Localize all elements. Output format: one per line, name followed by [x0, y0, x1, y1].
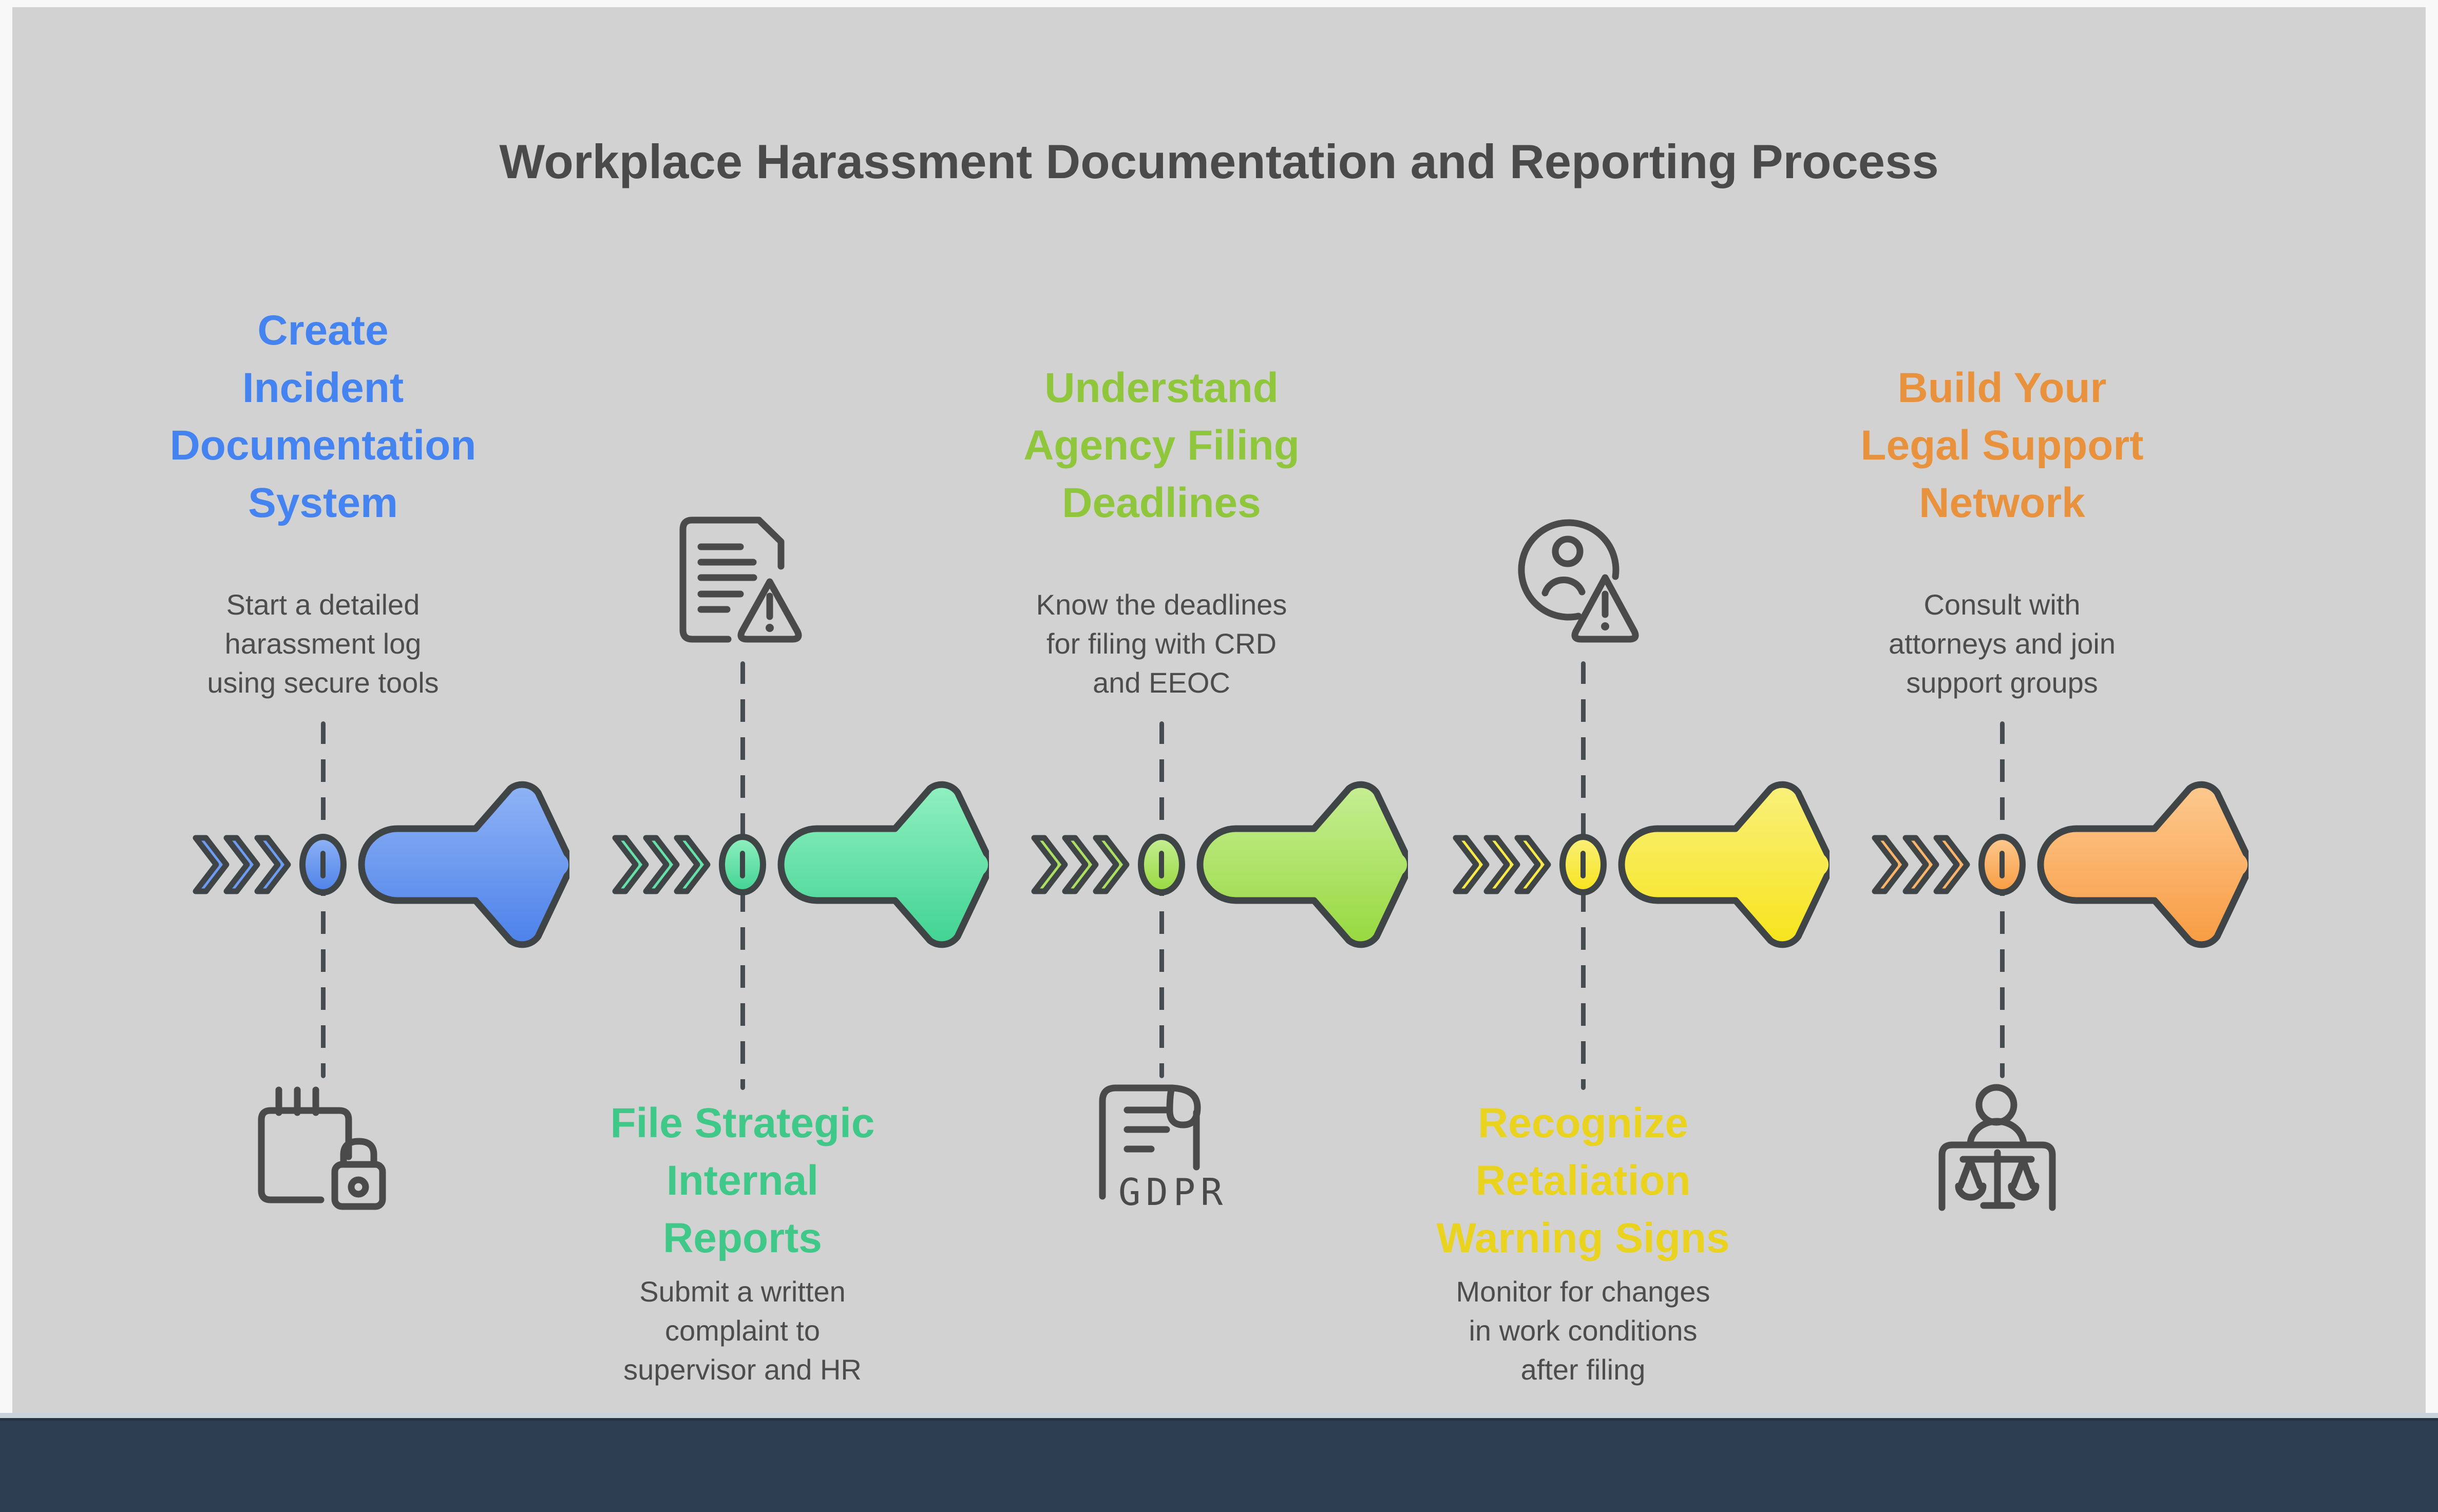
heading-line: Understand: [1044, 365, 1279, 411]
step-desc-5: Consult with attorneys and join support …: [1802, 585, 2202, 702]
heading-line: Documentation: [169, 422, 477, 469]
desc-line: and EEOC: [1093, 666, 1230, 699]
step-column-5: Build Your Legal Support Network: [1802, 359, 2202, 532]
step-heading-3: Understand Agency Filing Deadlines: [961, 359, 1362, 532]
step-desc-2: Submit a written complaint to supervisor…: [542, 1272, 943, 1389]
step-column-3: Understand Agency Filing Deadlines: [961, 359, 1362, 532]
desc-line: using secure tools: [207, 666, 439, 699]
desc-line: supervisor and HR: [623, 1353, 862, 1386]
desc-line: after filing: [1520, 1353, 1646, 1386]
step-column-4: Recognize Retaliation Warning Signs: [1383, 1095, 1783, 1267]
heading-line: Agency Filing: [1023, 422, 1300, 469]
step-desc-3: Know the deadlines for filing with CRD a…: [961, 585, 1362, 702]
heading-line: System: [248, 480, 398, 526]
step-desc-col-3: Know the deadlines for filing with CRD a…: [961, 585, 1362, 702]
step-column-2: File Strategic Internal Reports: [542, 1095, 943, 1267]
heading-line: Internal: [666, 1157, 819, 1204]
desc-line: harassment log: [224, 627, 422, 660]
step-desc-col-5: Consult with attorneys and join support …: [1802, 585, 2202, 702]
desc-line: Monitor for changes: [1456, 1275, 1710, 1308]
heading-line: Legal Support: [1860, 422, 2144, 469]
footer-bar: [0, 1418, 2438, 1512]
gdpr-label: GDPR: [1118, 1171, 1228, 1214]
page-title: Workplace Harassment Documentation and R…: [499, 134, 1939, 188]
step-heading-5: Build Your Legal Support Network: [1802, 359, 2202, 532]
desc-line: support groups: [1906, 666, 2098, 699]
dashed-connector-1: [321, 721, 326, 1078]
person-warning-icon: [1518, 519, 1639, 643]
desc-line: attorneys and join: [1888, 627, 2116, 660]
step-desc-col-2: Submit a written complaint to supervisor…: [542, 1272, 943, 1389]
heading-line: Build Your: [1897, 365, 2107, 411]
step-column-1: Create Incident Documentation System: [123, 302, 523, 532]
step-desc-col-1: Start a detailed harassment log using se…: [123, 585, 523, 702]
heading-line: Reports: [663, 1215, 822, 1261]
heading-line: Incident: [242, 365, 404, 411]
gdpr-scroll-icon: GDPR: [1099, 1084, 1228, 1214]
heading-line: Deadlines: [1062, 480, 1261, 526]
flow-arrow-5: [1872, 781, 2249, 948]
step-desc-col-4: Monitor for changes in work conditions a…: [1383, 1272, 1783, 1389]
flow-arrow-2: [612, 781, 989, 948]
step-desc-4: Monitor for changes in work conditions a…: [1383, 1272, 1783, 1389]
legal-scales-icon: [1938, 1084, 2056, 1211]
desc-line: Start a detailed: [226, 588, 420, 621]
heading-line: Warning Signs: [1436, 1215, 1730, 1261]
dashed-connector-3: [1159, 721, 1164, 1078]
desc-line: complaint to: [665, 1314, 820, 1347]
step-desc-1: Start a detailed harassment log using se…: [123, 585, 523, 702]
heading-line: Network: [1919, 480, 2085, 526]
desc-line: in work conditions: [1469, 1314, 1698, 1347]
desc-line: Consult with: [1923, 588, 2081, 621]
heading-line: Retaliation: [1475, 1157, 1691, 1204]
heading-line: Recognize: [1477, 1100, 1689, 1146]
flow-arrow-4: [1453, 781, 1830, 948]
document-warning-icon: [679, 516, 802, 643]
footer-edge: [0, 1413, 2438, 1418]
flow-arrow-1: [193, 781, 569, 948]
desc-line: for filing with CRD: [1046, 627, 1277, 660]
infographic-background: [12, 7, 2426, 1418]
step-heading-2: File Strategic Internal Reports: [542, 1095, 943, 1267]
heading-line: Create: [257, 307, 389, 354]
dashed-connector-5: [2000, 721, 2005, 1078]
step-heading-4: Recognize Retaliation Warning Signs: [1383, 1095, 1783, 1267]
notebook-lock-icon: [258, 1086, 386, 1210]
step-heading-1: Create Incident Documentation System: [123, 302, 523, 532]
desc-line: Submit a written: [639, 1275, 846, 1308]
heading-line: File Strategic: [610, 1100, 875, 1146]
desc-line: Know the deadlines: [1036, 588, 1287, 621]
flow-arrow-3: [1031, 781, 1408, 948]
